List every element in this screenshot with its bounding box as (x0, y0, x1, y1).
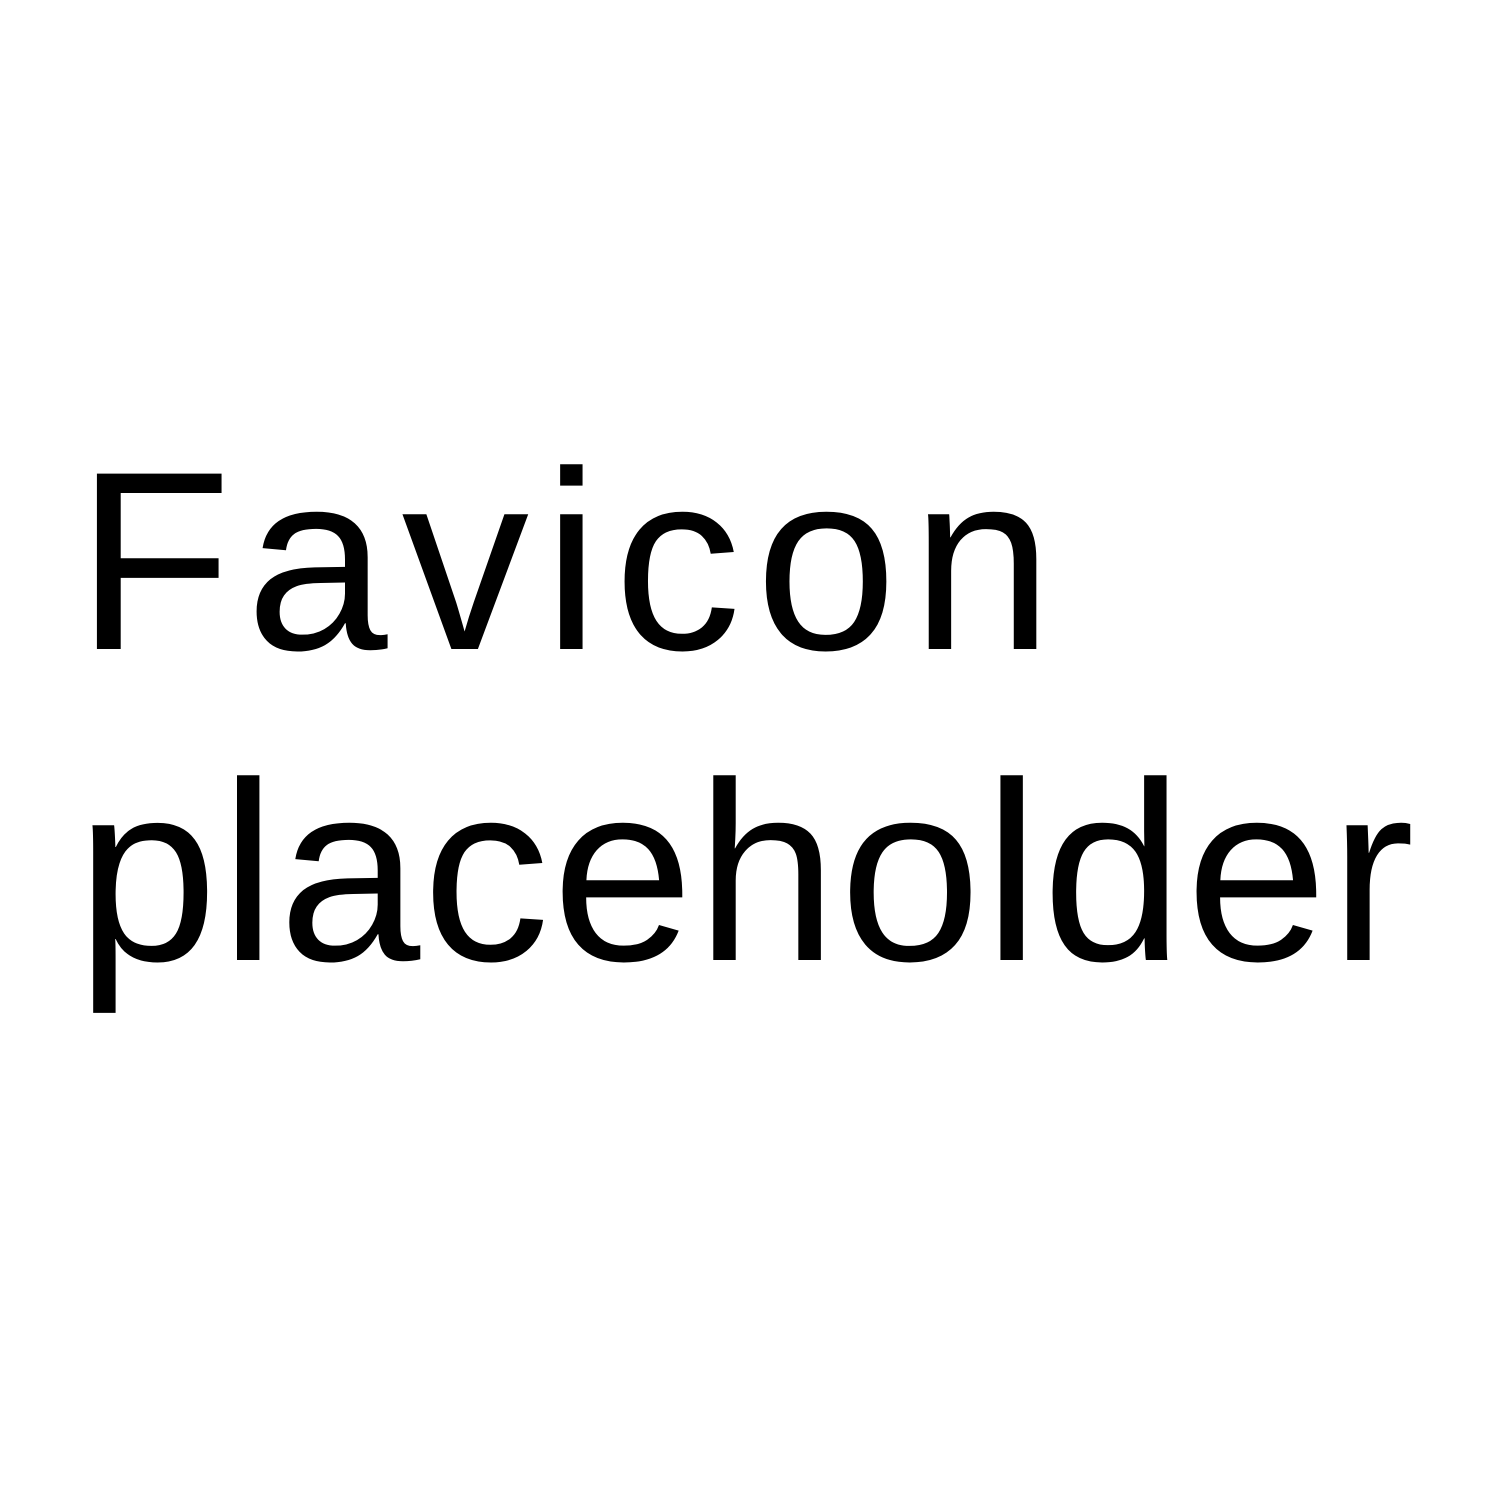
placeholder-text-line-2: placeholder (76, 730, 1417, 1015)
placeholder-text-line-1: Favicon (76, 419, 1067, 704)
